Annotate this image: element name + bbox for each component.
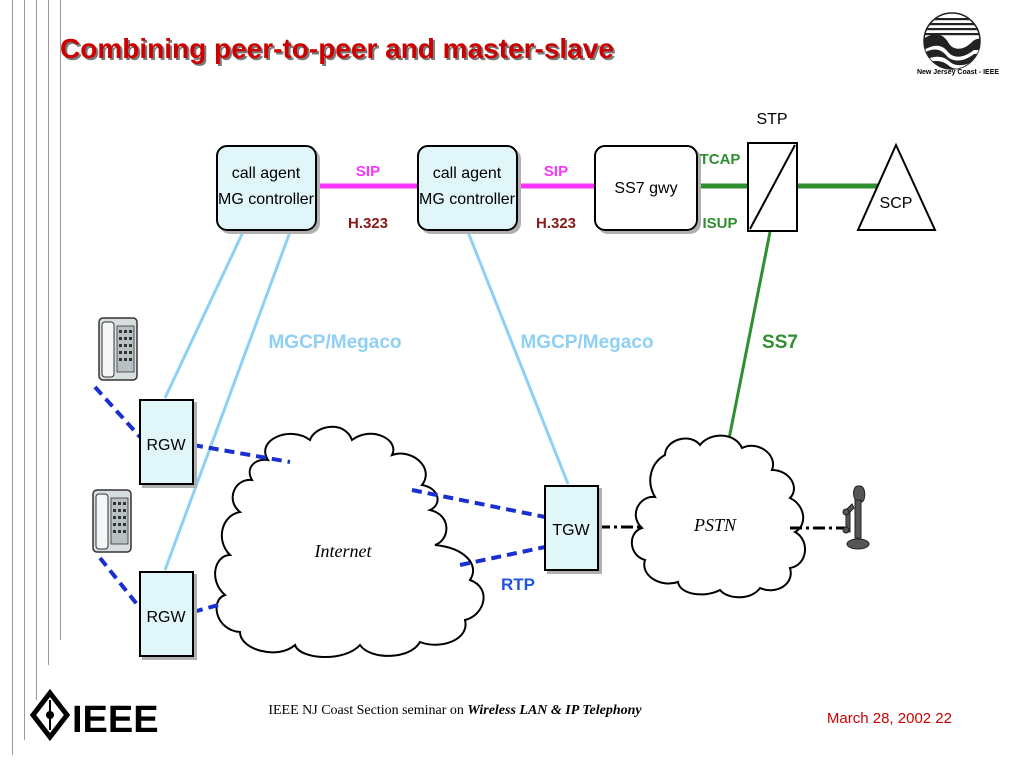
rgw-top: RGW	[139, 399, 194, 485]
ieee-logo-text: IEEE	[72, 699, 159, 741]
sip-label-1: SIP	[356, 163, 380, 180]
sip-label-2: SIP	[544, 163, 568, 180]
stp-label: STP	[756, 111, 787, 128]
ss7-gateway: SS7 gwy	[594, 145, 698, 231]
internet-label: Internet	[314, 541, 373, 561]
ieee-logo: IEEE	[29, 688, 165, 749]
decor-line-1	[12, 0, 13, 755]
slide-title: Combining peer-to-peer and master-slave	[60, 33, 614, 64]
tgw-label: TGW	[552, 522, 590, 539]
dashed-link-internet-tgw-top	[411, 488, 546, 519]
tcap-label: TCAP	[700, 151, 741, 168]
scp-label: SCP	[880, 195, 913, 212]
pstn-cloud	[630, 434, 806, 599]
nj-coast-logo-text: New Jersey Coast - IEEE	[917, 69, 999, 76]
dashed-link-phone1-rgw	[93, 385, 142, 439]
call-agent-2: call agent MG controller	[417, 145, 518, 231]
rgw-bottom: RGW	[139, 571, 194, 657]
ss7-link	[726, 231, 772, 445]
mgcp-link-ca1-rgw-bottom	[163, 231, 292, 571]
pstn-label: PSTN	[693, 515, 737, 535]
mgcp-label-2: MGCP/Megaco	[520, 332, 653, 353]
rgw-top-label: RGW	[146, 437, 186, 454]
decor-line-4	[48, 0, 49, 665]
call-agent-1-line1: call agent	[232, 165, 301, 182]
nj-coast-logo: New Jersey Coast - IEEE	[917, 12, 999, 76]
footer-seminar: IEEE NJ Coast Section seminar on Wireles…	[160, 703, 750, 719]
h323-label-2: H.323	[536, 215, 576, 232]
mgcp-link-ca2-tgw	[466, 231, 570, 485]
mgcp-link-ca1-rgw-top	[163, 231, 245, 399]
footer-seminar-topic: Wireless LAN & IP Telephony	[467, 703, 642, 718]
isup-label: ISUP	[702, 215, 737, 232]
candlestick-phone-icon	[842, 485, 870, 550]
rtp-label: RTP	[501, 575, 535, 594]
desk-phone-icon	[92, 489, 132, 553]
dashed-link-phone2-rgw	[98, 556, 142, 610]
internet-cloud	[214, 425, 485, 658]
h323-label-1: H.323	[348, 215, 388, 232]
tgw: TGW	[544, 485, 599, 571]
decor-line-3	[36, 0, 37, 700]
footer-seminar-prefix: IEEE NJ Coast Section seminar on	[268, 703, 468, 718]
ss7-gateway-label: SS7 gwy	[614, 180, 677, 197]
call-agent-2-line1: call agent	[433, 165, 502, 182]
ss7-label: SS7	[762, 332, 798, 353]
footer-date-page: March 28, 2002 22	[826, 710, 952, 727]
mgcp-label-1: MGCP/Megaco	[268, 332, 401, 353]
rgw-bottom-label: RGW	[146, 609, 186, 626]
decor-line-5	[60, 0, 61, 640]
dashed-link-rgw-internet-bottom	[192, 602, 223, 614]
desk-phone-icon	[98, 317, 138, 381]
call-agent-1-line2: MG controller	[218, 191, 315, 208]
dashed-link-rgw-internet-top	[192, 443, 291, 464]
decor-line-2	[24, 0, 25, 740]
stp-node: STP	[747, 111, 798, 232]
call-agent-1: call agent MG controller	[216, 145, 317, 231]
dashed-link-internet-tgw-bottom	[459, 545, 546, 567]
call-agent-2-line2: MG controller	[419, 191, 516, 208]
scp-node: SCP	[856, 142, 937, 231]
